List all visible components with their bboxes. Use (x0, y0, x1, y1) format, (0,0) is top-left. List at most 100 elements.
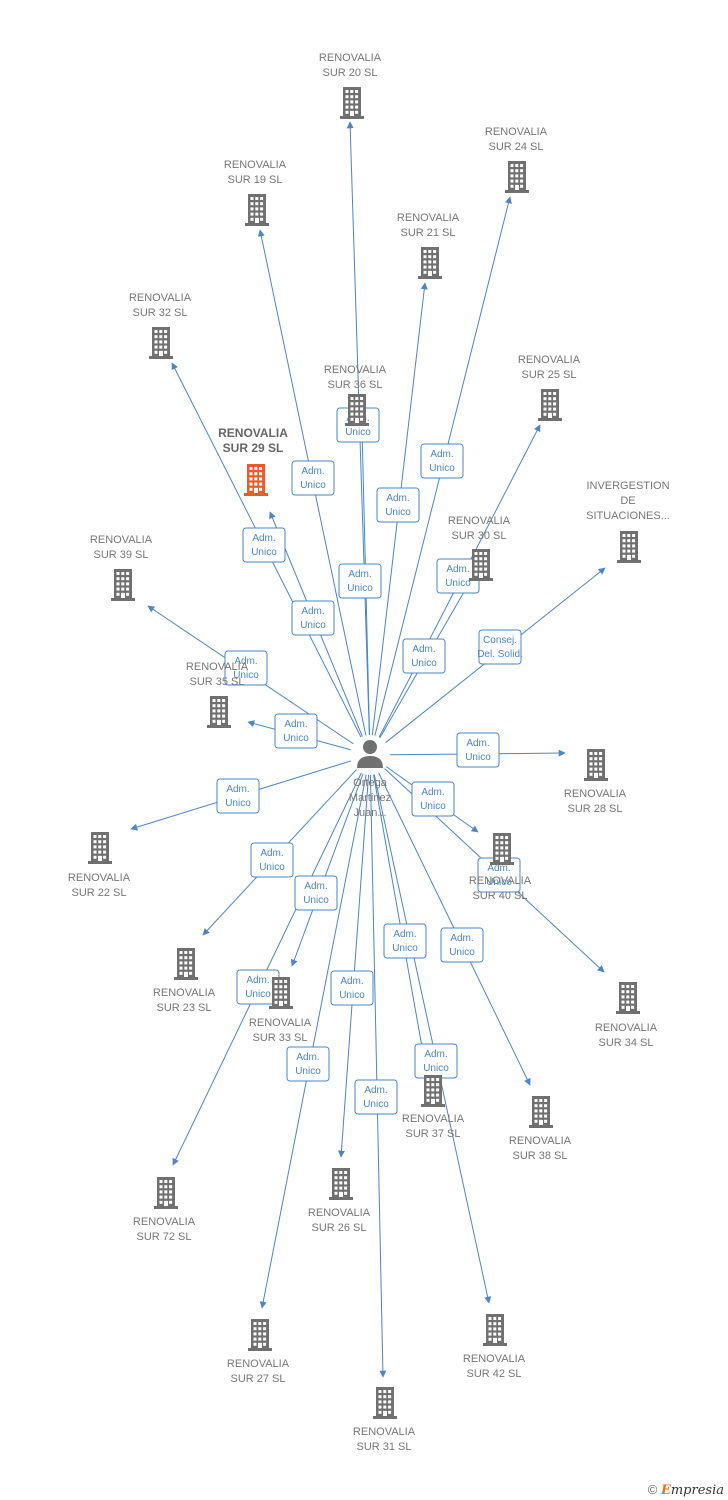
building-icon[interactable] (469, 549, 493, 581)
edge-label-sur30[interactable]: Adm.Unico (402, 638, 446, 674)
company-label-sur19-line: RENOVALIA (224, 159, 287, 171)
edge-label-sur35[interactable]: Adm.Unico (274, 713, 318, 749)
edge-label-sur33[interactable]: Adm.Unico (294, 875, 338, 911)
edge-sur26 (337, 774, 370, 1158)
company-label-sur37-line: RENOVALIA (402, 1113, 465, 1125)
building-icon[interactable] (244, 464, 268, 496)
edge-label-sur39[interactable]: Adm.Unico (224, 650, 268, 686)
edge-label-sur22[interactable]: Adm. Unico (216, 778, 260, 814)
edge-label-sur40[interactable]: Adm.Unico (411, 781, 455, 817)
edge-label-sur21[interactable]: Adm.Unico (376, 487, 420, 523)
edge-label-line: Adm. (301, 466, 324, 477)
building-icon[interactable] (373, 1387, 397, 1419)
edge-label-sur31[interactable]: Adm.Unico (354, 1079, 398, 1115)
building-icon[interactable] (149, 327, 173, 359)
company-label-sur29-line: SUR 29 SL (223, 441, 284, 455)
edge-label-text: Adm.Unico (445, 564, 471, 589)
edge-label-invergestion[interactable]: Consej.Del. Solid. (477, 629, 523, 665)
building-icon[interactable] (88, 832, 112, 864)
edge-label-sur42[interactable]: Adm.Unico (414, 1043, 458, 1079)
building-icon[interactable] (329, 1168, 353, 1200)
edge-sur33 (290, 773, 364, 967)
edge-label-line: Adm. (430, 449, 453, 460)
edge-label-sur29[interactable]: Adm.Unico (291, 600, 335, 636)
edge-label-sur26[interactable]: Adm.Unico (330, 970, 374, 1006)
building-icon[interactable] (154, 1177, 178, 1209)
building-icon[interactable] (538, 389, 562, 421)
company-label-sur20-line: SUR 20 SL (322, 67, 377, 79)
edge-label-text: Adm.Unico (233, 656, 259, 681)
edge-label-sur23[interactable]: Adm.Unico (250, 842, 294, 878)
edge-label-sur24[interactable]: Adm.Unico (420, 443, 464, 479)
building-icon[interactable] (617, 531, 641, 563)
edge-label-text: Adm.Unico (486, 863, 512, 888)
building-icon[interactable] (248, 1319, 272, 1351)
edge-label-line: Unico (225, 798, 251, 809)
edge-label-sur32[interactable]: Adm.Unico (242, 527, 286, 563)
edge-label-sur38[interactable]: Adm.Unico (440, 927, 484, 963)
building-icon[interactable] (505, 161, 529, 193)
edge-label-sur19[interactable]: Adm.Unico (291, 460, 335, 496)
edge-label-line: Adm. (226, 784, 249, 795)
building-icon[interactable] (616, 982, 640, 1014)
edge-label-line: Del. Solid. (477, 649, 523, 660)
edge-label-sur36[interactable]: Adm.Unico (338, 563, 382, 599)
building-icon[interactable] (584, 749, 608, 781)
building-icon[interactable] (340, 87, 364, 119)
company-label-sur27-line: SUR 27 SL (230, 1373, 285, 1385)
footer-brand[interactable]: © Empresia (648, 1482, 724, 1498)
building-icon[interactable] (207, 696, 231, 728)
building-icon[interactable] (345, 394, 369, 426)
center-person-label-line: Juan... (353, 807, 386, 819)
company-label-sur37-line: SUR 37 SL (405, 1128, 460, 1140)
building-icon[interactable] (174, 948, 198, 980)
edge-label-text: Adm.Unico (363, 1085, 389, 1110)
edge-label-text: Adm.Unico (411, 644, 437, 669)
company-label-sur42-line: SUR 42 SL (466, 1368, 521, 1380)
building-icon[interactable] (483, 1314, 507, 1346)
building-icon[interactable] (269, 977, 293, 1009)
company-label-sur37: RENOVALIA SUR 37 SL (402, 1113, 465, 1140)
building-icon[interactable] (111, 569, 135, 601)
building-icon[interactable] (529, 1096, 553, 1128)
building-icon[interactable] (490, 833, 514, 865)
edge-label-sur37[interactable]: Adm.Unico (383, 923, 427, 959)
company-node-sur37[interactable]: RENOVALIA SUR 37 SL (402, 1075, 465, 1140)
company-label-sur22-line: RENOVALIA (68, 872, 131, 884)
edge-label-sur27[interactable]: Adm.Unico (286, 1046, 330, 1082)
edge-label-sur28[interactable]: Adm.Unico (456, 732, 500, 768)
building-icon[interactable] (421, 1075, 445, 1107)
building-icon[interactable] (245, 194, 269, 226)
building-icon[interactable] (418, 247, 442, 279)
